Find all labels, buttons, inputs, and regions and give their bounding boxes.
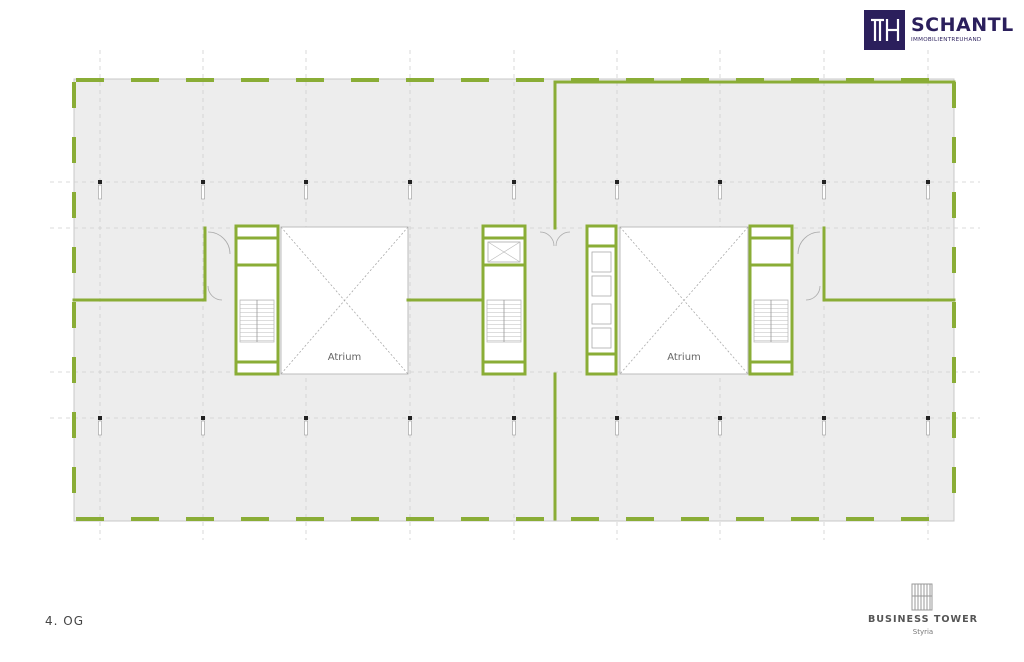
column-shaft: [615, 420, 619, 436]
atrium-left: Atrium: [280, 226, 409, 375]
core-center-right: [585, 224, 618, 376]
column-shaft: [98, 184, 102, 200]
column: [98, 180, 102, 184]
brand-name: SCHANTL: [911, 14, 1014, 37]
column: [615, 416, 619, 420]
column-shaft: [926, 184, 930, 200]
column: [201, 180, 205, 184]
column: [718, 180, 722, 184]
column-shaft: [615, 184, 619, 200]
column-shaft: [822, 184, 826, 200]
column: [408, 416, 412, 420]
column-shaft: [98, 420, 102, 436]
column-shaft: [304, 184, 308, 200]
column-shaft: [408, 184, 412, 200]
column: [304, 180, 308, 184]
core-left: [234, 224, 280, 376]
column: [408, 180, 412, 184]
column: [615, 180, 619, 184]
column: [822, 180, 826, 184]
building-name: BUSINESS TOWER: [867, 614, 979, 625]
tower-icon: [911, 583, 933, 611]
column: [98, 416, 102, 420]
column-shaft: [408, 420, 412, 436]
exterior-walls: [72, 78, 956, 521]
column: [512, 180, 516, 184]
column-shaft: [718, 184, 722, 200]
th-monogram-icon: [864, 10, 905, 50]
core-center-left: [481, 224, 527, 376]
column: [512, 416, 516, 420]
column-shaft: [201, 184, 205, 200]
column: [304, 416, 308, 420]
floor-label: 4. OG: [45, 614, 85, 628]
column: [718, 416, 722, 420]
column-shaft: [822, 420, 826, 436]
columns: [98, 180, 930, 436]
column-shaft: [926, 420, 930, 436]
brand-subtitle: IMMOBILIENTREUHAND: [911, 37, 982, 44]
brand-logo: SCHANTL IMMOBILIENTREUHAND: [864, 10, 1014, 50]
atrium-label: Atrium: [667, 352, 701, 363]
column-shaft: [201, 420, 205, 436]
column-shaft: [718, 420, 722, 436]
doors: [207, 231, 821, 301]
building-location: Styria: [912, 628, 934, 636]
atrium-right: Atrium: [619, 226, 749, 375]
column-shaft: [512, 184, 516, 200]
atrium-label: Atrium: [328, 352, 362, 363]
column-shaft: [304, 420, 308, 436]
building-branding: BUSINESS TOWER Styria: [860, 582, 986, 636]
column-shaft: [512, 420, 516, 436]
column: [822, 416, 826, 420]
column: [201, 416, 205, 420]
core-right: [748, 224, 794, 376]
column: [926, 180, 930, 184]
column: [926, 416, 930, 420]
